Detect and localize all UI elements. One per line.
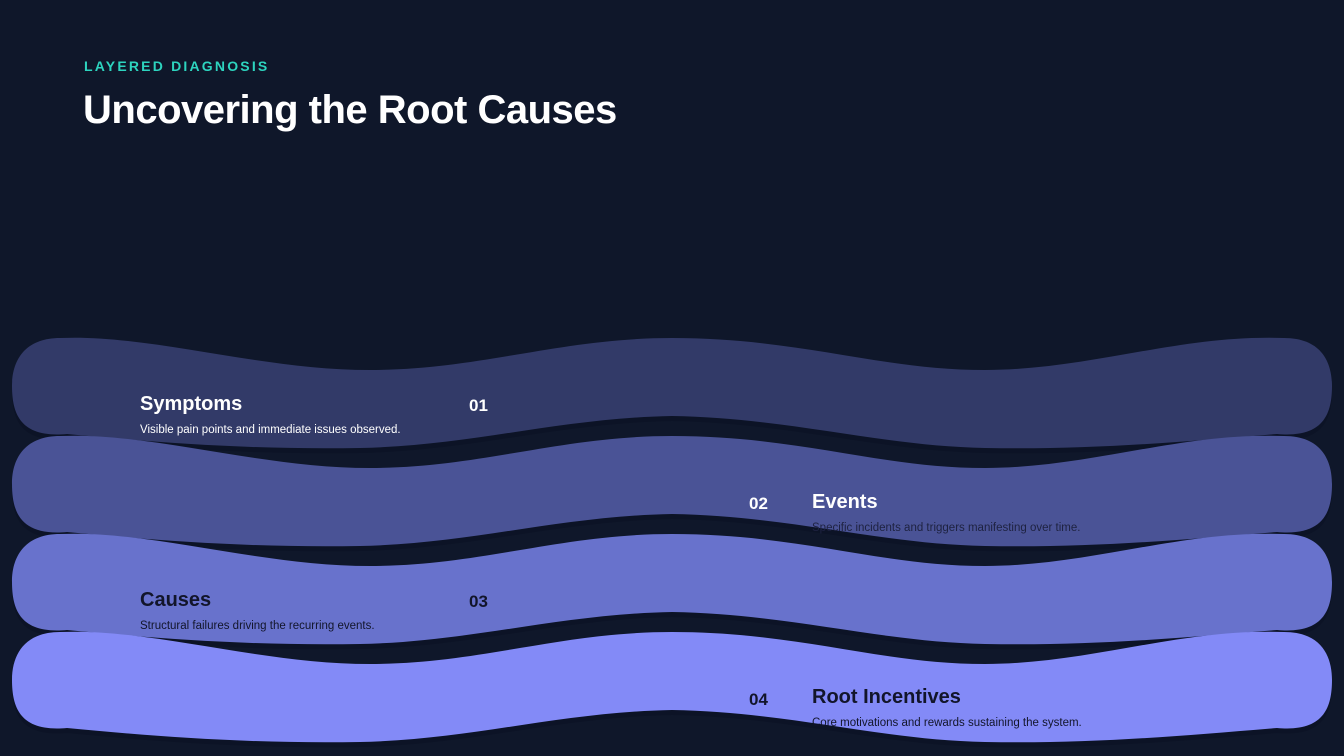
layer-band	[12, 533, 1332, 645]
layer-number: 01	[469, 396, 488, 415]
layer-description: Visible pain points and immediate issues…	[140, 424, 401, 436]
layer-name: Events	[812, 491, 878, 513]
layer-events: Events Specific incidents and triggers m…	[812, 491, 1080, 534]
eyebrow-label: LAYERED DIAGNOSIS	[84, 58, 270, 74]
layer-number: 04	[749, 690, 768, 709]
layer-root-incentives: Root Incentives Core motivations and rew…	[812, 686, 1082, 729]
layer-description: Core motivations and rewards sustaining …	[812, 717, 1082, 729]
layer-number: 03	[469, 592, 488, 611]
layer-name: Root Incentives	[812, 686, 961, 708]
layer-band	[12, 337, 1332, 449]
layer-band	[12, 435, 1332, 547]
layer-description: Structural failures driving the recurrin…	[140, 620, 375, 632]
layer-name: Symptoms	[140, 393, 243, 415]
layer-band	[12, 631, 1332, 743]
page-title: Uncovering the Root Causes	[83, 88, 617, 132]
layer-causes: Causes Structural failures driving the r…	[140, 589, 375, 632]
layer-symptoms: Symptoms Visible pain points and immedia…	[140, 393, 401, 436]
layer-description: Specific incidents and triggers manifest…	[812, 522, 1081, 534]
layer-name: Causes	[140, 589, 212, 611]
layer-number: 02	[749, 494, 768, 513]
